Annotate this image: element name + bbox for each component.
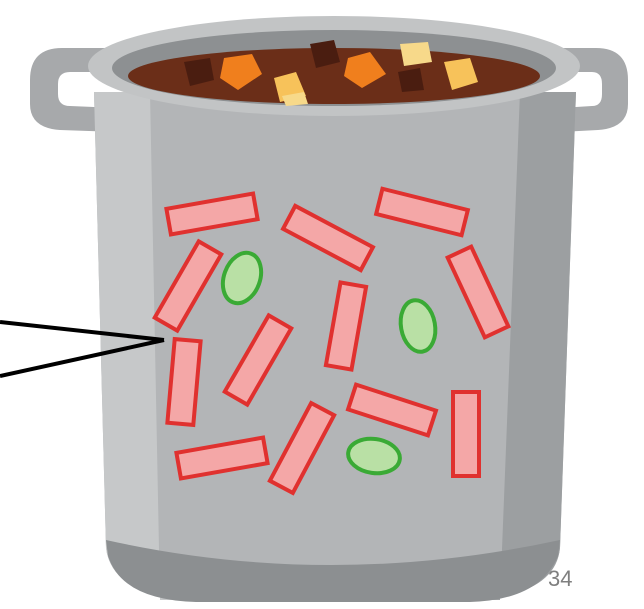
pink-rectangle	[167, 339, 200, 425]
pink-rectangle	[453, 392, 479, 476]
pot-rim	[88, 16, 580, 116]
page-number: 34	[548, 566, 572, 592]
